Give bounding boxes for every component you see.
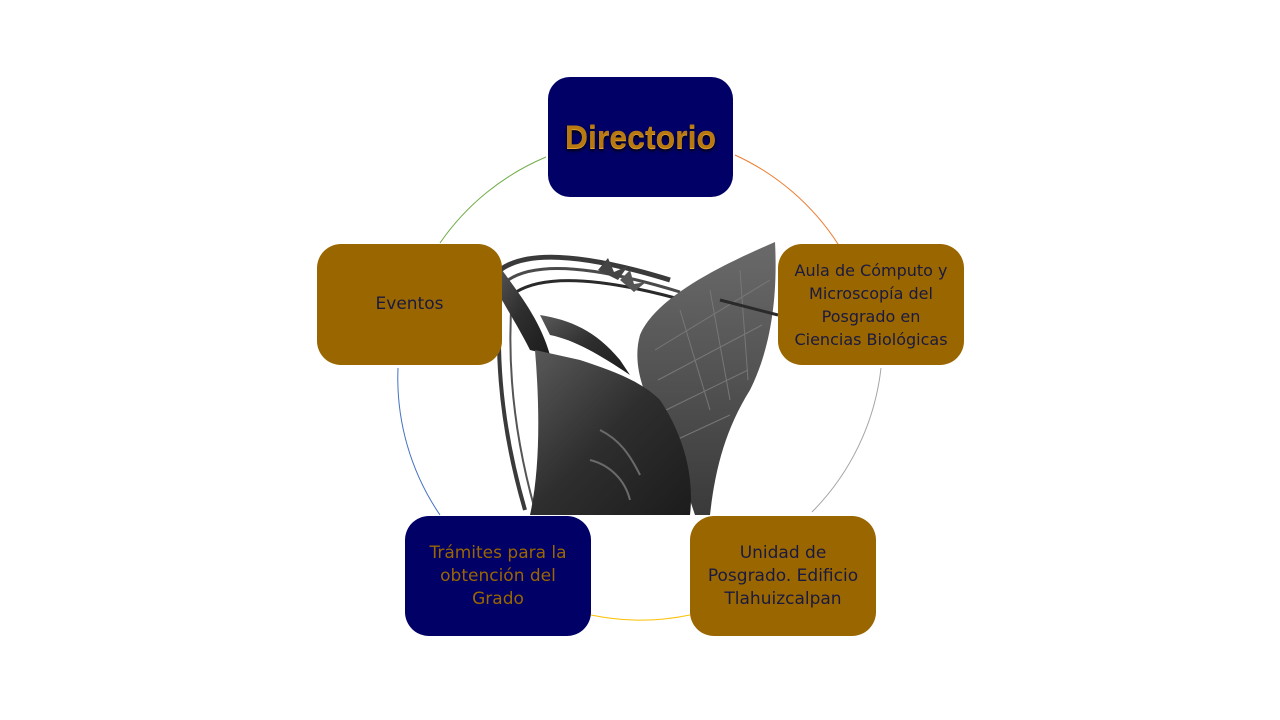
node-aula-computo-label: Aula de Cómputo y Microscopía del Posgra… — [794, 260, 948, 349]
node-aula-computo[interactable]: Aula de Cómputo y Microscopía del Posgra… — [778, 244, 964, 365]
node-unidad-posgrado-label: Unidad de Posgrado. Edificio Tlahuizcalp… — [707, 542, 859, 609]
node-directorio-label: Directorio — [564, 119, 717, 155]
arc-tramites-eventos — [397, 367, 441, 516]
node-eventos-label: Eventos — [375, 294, 444, 314]
arc-directorio-aula — [734, 154, 839, 245]
node-unidad-posgrado[interactable]: Unidad de Posgrado. Edificio Tlahuizcalp… — [690, 516, 876, 636]
arc-aula-unidad — [811, 367, 882, 513]
node-tramites[interactable]: Trámites para la obtención del Grado — [405, 516, 591, 636]
node-directorio[interactable]: Directorio — [548, 77, 733, 197]
arc-eventos-directorio — [439, 156, 547, 244]
node-tramites-label: Trámites para la obtención del Grado — [429, 542, 567, 609]
node-eventos[interactable]: Eventos — [317, 244, 502, 365]
arc-unidad-tramites — [590, 614, 691, 621]
winged-figure-statue — [490, 242, 779, 515]
